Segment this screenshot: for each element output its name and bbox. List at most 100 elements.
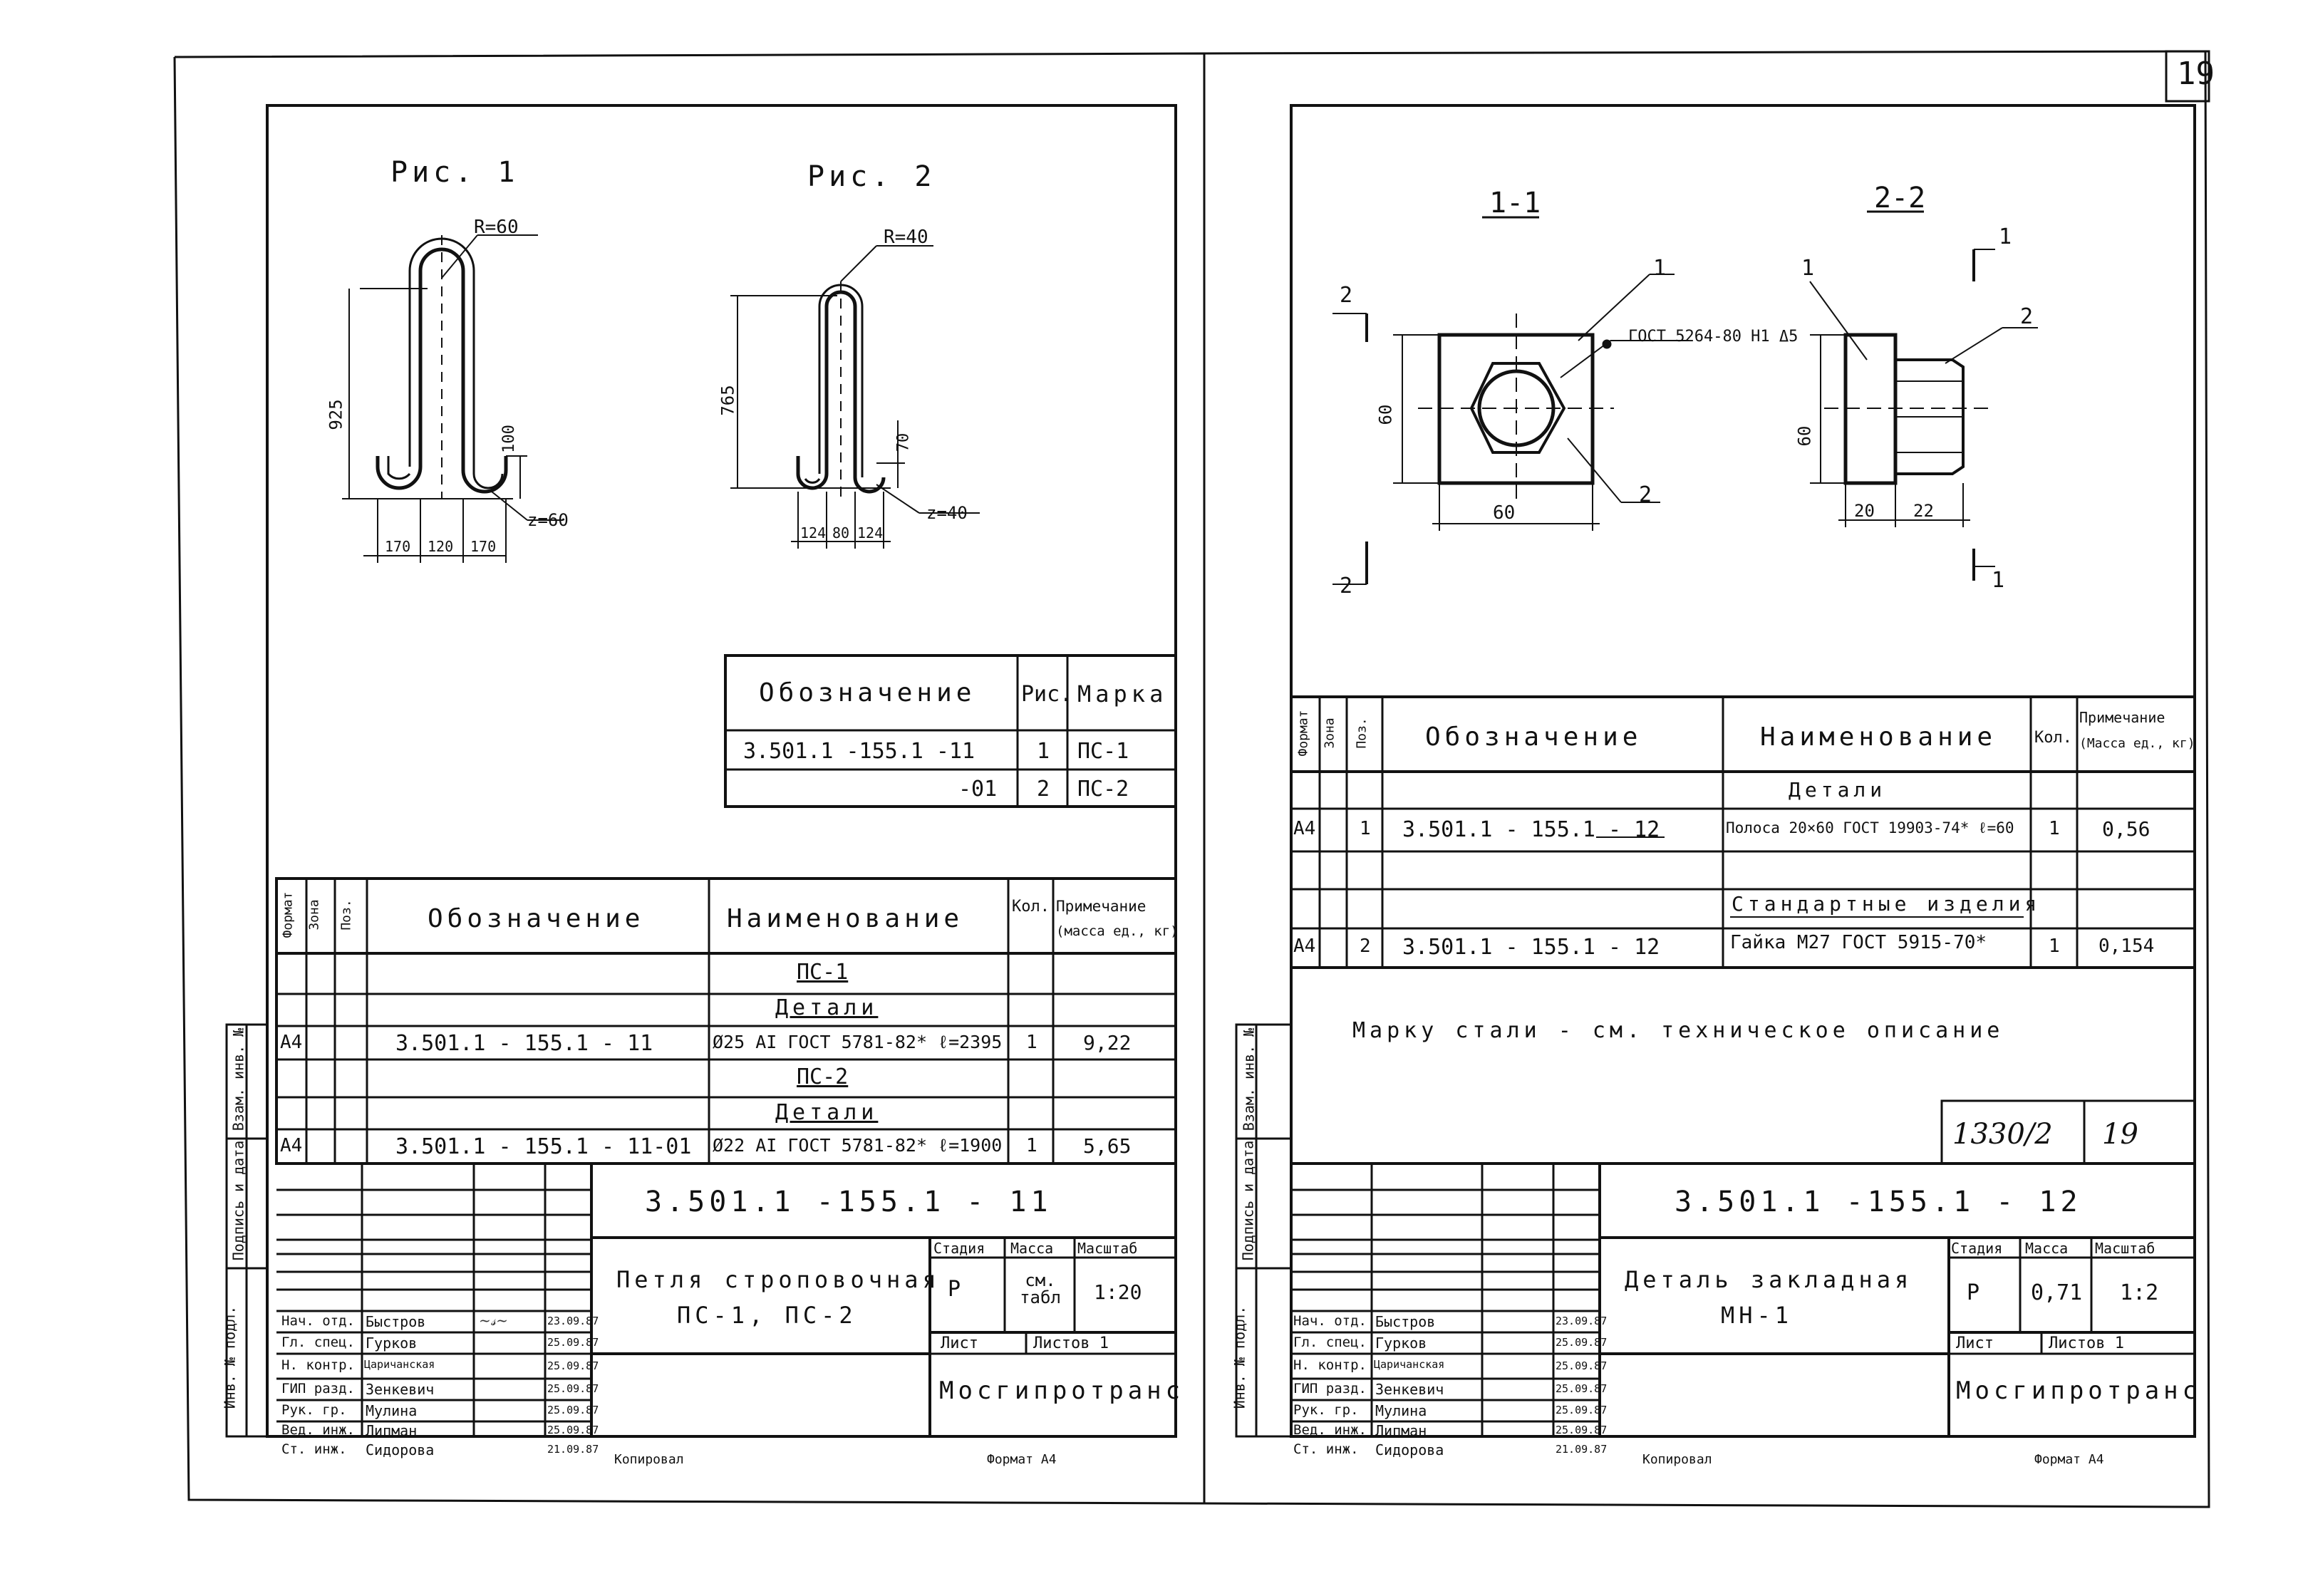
tb-r-date-1: 23.09.87	[1556, 1315, 1608, 1327]
spec-header-qty: Кол.	[1012, 898, 1050, 916]
spec-r-header-note: Примечание	[2079, 709, 2165, 726]
spec-r-header-name: Наименование	[1760, 722, 1997, 752]
fig1-dim-2: 120	[428, 538, 454, 555]
tb-role-6: Вед. инж.	[281, 1422, 355, 1438]
spec-row2-note: 5,65	[1083, 1134, 1132, 1158]
tb-role-4: ГИП разд.	[281, 1381, 355, 1396]
fig1-dim-3: 170	[470, 538, 497, 555]
tb-r-sheet-label: Лист	[1956, 1335, 1994, 1352]
spec-r-row1-qty: 1	[2049, 818, 2060, 839]
small-table-row1-mark: ПС-1	[1077, 739, 1129, 764]
small-table-row2-fig: 2	[1037, 777, 1050, 802]
spec-header-format: Формат	[280, 891, 296, 938]
tb-organization: Мосгипротранс	[939, 1377, 1185, 1405]
tb-date-7: 21.09.87	[547, 1443, 599, 1456]
tb-r-role-5: Рук. гр.	[1293, 1402, 1359, 1418]
spec-r-header-pos: Поз.	[1354, 717, 1370, 749]
spec-r-header-note-unit: (Масса ед., кг)	[2079, 736, 2195, 751]
spec-r-section-details: Детали	[1789, 778, 1887, 802]
spec-r-row2-format: А4	[1293, 936, 1316, 957]
spec-row2-name: Ø22 АI ГОСТ 5781-82* ℓ=1900	[713, 1135, 1003, 1156]
section-1-1-pos-2: 2	[1639, 482, 1652, 507]
spec-header-note: Примечание	[1056, 898, 1147, 915]
tb-date-3: 25.09.87	[547, 1359, 599, 1372]
tb-r-date-5: 25.09.87	[1556, 1404, 1608, 1416]
spec-r-row1-name: Полоса 20×60 ГОСТ 19903-74* ℓ=60	[1726, 819, 2014, 836]
tb-hdr-mass: Масса	[1010, 1240, 1054, 1257]
spec-section-details-2: Детали	[775, 1100, 879, 1125]
tb-r-date-7: 21.09.87	[1556, 1443, 1608, 1456]
small-table-header-designation: Обозначение	[759, 678, 976, 708]
tb-role-5: Рук. гр.	[281, 1402, 347, 1418]
tb-date-2: 25.09.87	[547, 1336, 599, 1349]
tb-person-2: Гурков	[366, 1335, 418, 1352]
cut-mark-1-top: 1	[1999, 224, 2012, 249]
tb-hdr-stage: Стадия	[933, 1240, 985, 1257]
spec-header-designation: Обозначение	[428, 904, 645, 933]
small-table-header-fig: Рис.	[1021, 682, 1073, 707]
dim-22: 22	[1913, 501, 1934, 521]
dim-20: 20	[1854, 501, 1875, 521]
tb-r-role-3: Н. контр.	[1293, 1357, 1367, 1373]
fig2-title: Рис. 2	[807, 160, 936, 193]
small-table-row1-fig: 1	[1037, 739, 1050, 764]
section-2-2-title: 2-2	[1874, 182, 1926, 214]
fig2-r-top: R=40	[884, 227, 928, 248]
tb-r-role-6: Вед. инж.	[1293, 1422, 1367, 1438]
spec-row1-designation: 3.501.1 - 155.1 - 11	[395, 1031, 653, 1056]
spec-row1-name: Ø25 АI ГОСТ 5781-82* ℓ=2395	[713, 1032, 1003, 1052]
cut-mark-2-top: 2	[1340, 283, 1353, 308]
weld-note: ГОСТ 5264-80 Н1 Δ5	[1628, 328, 1799, 346]
spec-header-pos: Поз.	[338, 899, 354, 931]
spec-r-row2-pos: 2	[1360, 936, 1371, 957]
tb-r-stage-value: Р	[1967, 1280, 1980, 1305]
fig2-height: 765	[718, 385, 738, 416]
tb-r-role-1: Нач. отд.	[1293, 1313, 1367, 1329]
spec-r-section-standard: Стандартные изделия	[1732, 892, 2041, 916]
tb-r-person-4: Зенкевич	[1375, 1381, 1444, 1398]
tb-r-person-1: Быстров	[1375, 1313, 1436, 1330]
fig2-dim-1: 124	[800, 524, 827, 542]
spec-r-row1-format: А4	[1293, 818, 1316, 839]
archive-stamp-sheet: 19	[2102, 1118, 2138, 1151]
tb-role-3: Н. контр.	[281, 1357, 355, 1373]
steel-grade-note: Марку стали - см. техническое описание	[1352, 1018, 2004, 1043]
copied-label: Копировал	[614, 1452, 684, 1467]
spec-header-zone: Зона	[306, 899, 322, 931]
tb-r-scale-value: 1:2	[2120, 1280, 2159, 1305]
fig1-r-bottom: z=60	[527, 510, 569, 530]
tb-r-date-4: 25.09.87	[1556, 1382, 1608, 1395]
spec-r-header-zone: Зона	[1322, 717, 1337, 749]
tb-role-7: Ст. инж.	[281, 1441, 347, 1457]
fig1-title: Рис. 1	[390, 156, 519, 189]
fig1-r-top: R=60	[474, 217, 519, 238]
side-label-r-sign-date: Подпись и дата	[1239, 1140, 1257, 1261]
cut-mark-1-bottom: 1	[1992, 568, 2005, 593]
spec-row2-qty: 1	[1026, 1135, 1037, 1156]
spec-header-note-unit: (масса ед., кг)	[1056, 923, 1179, 939]
tb-person-4: Зенкевич	[366, 1381, 435, 1398]
tb-r-sheets-label: Листов 1	[2049, 1335, 2124, 1352]
fig1-dim-1: 170	[385, 538, 411, 555]
tb-r-person-7: Сидорова	[1375, 1441, 1444, 1458]
format-label: Формат А4	[987, 1452, 1057, 1467]
fig2-dim-3: 124	[857, 524, 884, 542]
side-label-replaced-inv: Взам. инв. №	[229, 1027, 247, 1131]
dim-60-vertical: 60	[1375, 404, 1396, 425]
spec-r-row1-pos: 1	[1360, 818, 1371, 839]
section-2-2-pos-1: 1	[1801, 256, 1815, 281]
section-1-1-title: 1-1	[1489, 187, 1541, 219]
tb-r-date-3: 25.09.87	[1556, 1359, 1608, 1372]
tb-role-1: Нач. отд.	[281, 1313, 355, 1329]
tb-person-5: Мулина	[366, 1402, 418, 1419]
tb-person-1: Быстров	[366, 1313, 426, 1330]
archive-stamp-number: 1330/2	[1952, 1118, 2053, 1151]
fig2-dim-2: 80	[832, 524, 850, 542]
title-block-r-name-2: МН-1	[1721, 1302, 1794, 1329]
tb-r-hdr-stage: Стадия	[1951, 1240, 2003, 1257]
tb-r-mass-value: 0,71	[2031, 1280, 2083, 1305]
spec-row2-designation: 3.501.1 - 155.1 - 11-01	[395, 1134, 692, 1159]
spec-r-header-designation: Обозначение	[1425, 722, 1642, 752]
title-block-r-name-1: Деталь закладная	[1625, 1266, 1913, 1293]
title-block-r-code: 3.501.1 -155.1 - 12	[1675, 1186, 2082, 1218]
